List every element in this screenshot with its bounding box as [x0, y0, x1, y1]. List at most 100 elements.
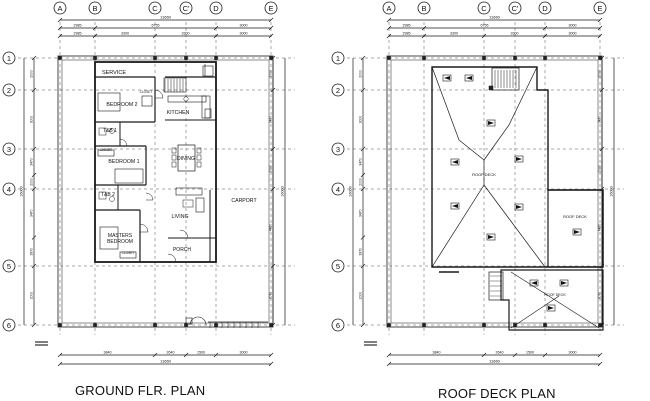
roof-column-post [598, 56, 602, 60]
roof-slope-arrow-2 [486, 119, 496, 127]
ground-column-post [93, 323, 97, 327]
roof-dim-left-overall-text: 16000 [349, 186, 353, 197]
roof-dim-left-seg: 3970 [359, 248, 363, 256]
roof-slope-arrow-9-arrow [531, 281, 537, 285]
ground-room-label-tb2: T&B 2 [101, 192, 115, 198]
ground-dim-top-overall-text: 11660 [160, 15, 172, 20]
roof-row-5-bubble [331, 318, 345, 332]
roof-slope-arrow-6-box [514, 203, 524, 211]
ground-dining-chair [171, 154, 177, 161]
roof-label-roofdeck-side: ROOF DECK [563, 214, 587, 219]
roof-slope-arrow-7-box [486, 233, 496, 241]
roof-slope-arrow-6-arrow [516, 205, 522, 209]
ground-room-label-service: SERVICE [102, 70, 126, 76]
roof-row-5-label: 6 [336, 321, 340, 330]
roof-row-0-label: 1 [336, 54, 340, 63]
roof-column-post [543, 323, 547, 327]
roof-dim-left-seg: 2000 [359, 292, 363, 300]
ground-column-post [269, 56, 273, 60]
roof-dim-top2-seg: 3300 [511, 32, 519, 36]
ground-col-1-bubble [88, 1, 102, 15]
ground-gate-arc [189, 316, 207, 326]
roof-col-5-bubble [593, 1, 607, 15]
ground-dining-table [177, 144, 196, 172]
ground-room-label-porch: PORCH [173, 247, 191, 253]
roof-col-0-bubble [382, 1, 396, 15]
roof-slope-arrow-10 [559, 279, 569, 287]
dimension-tick [57, 361, 63, 367]
ground-column-post [153, 56, 157, 60]
ground-row-1-bubble [2, 83, 16, 97]
ground-row-5-bubble [2, 318, 16, 332]
roof-slope-arrow-5 [450, 202, 460, 210]
roof-label-roofdeck-main: ROOF DECK [472, 172, 496, 177]
ground-col-1-label: B [92, 4, 97, 13]
dimension-tick [268, 33, 274, 39]
roof-dim-left-seg: 2000 [359, 70, 363, 78]
roof-slope-arrow-8-box [572, 228, 582, 236]
dimension-tick [57, 352, 63, 358]
roof-slope-arrow-11 [546, 304, 556, 312]
ground-door-swing [167, 253, 177, 263]
ground-master-bed [99, 226, 119, 250]
ground-kitchen-counter [167, 95, 207, 103]
ground-col-3-bubble [179, 1, 193, 15]
roof-slope-arrow-5-arrow [452, 204, 458, 208]
roof-dim-bottom-seg: 1500 [526, 351, 534, 355]
roof-column-post [543, 56, 547, 60]
roof-slope-arrow-4-box [514, 155, 524, 163]
ground-room-label-bedroom2: BEDROOM 2 [106, 102, 137, 108]
roof-slope-arrow-9 [529, 279, 539, 287]
roof-dim-left-seg: 3470 [359, 209, 363, 217]
ground-dim-right-seg: 3470 [269, 116, 273, 124]
ground-room-label-closet1: CLOSET [140, 90, 153, 94]
ground-col-4-bubble [209, 1, 223, 15]
roof-col-4-label: D [542, 4, 548, 13]
roof-slope-arrow-11-box [546, 304, 556, 312]
roof-dim-bottom-seg: 3840 [433, 351, 441, 355]
roof-lower-deck-diagonal [510, 295, 560, 329]
ground-door-swing [145, 192, 154, 201]
roof-slope-arrow-0-arrow [444, 76, 450, 80]
roof-slope-arrow-7-arrow [488, 235, 494, 239]
ground-dim-top2-seg: 3000 [240, 32, 248, 36]
roof-column-post [513, 56, 517, 60]
roof-column-post [482, 56, 486, 60]
roof-slope-arrow-8-arrow [574, 230, 580, 234]
ground-dim-top2-seg: 3300 [121, 32, 129, 36]
roof-slope-arrow-3-arrow [452, 160, 458, 164]
roof-dim-right-overall-text: 16000 [610, 186, 614, 197]
roof-dim-left-seg: 3470 [359, 158, 363, 166]
dimension-tick [268, 17, 274, 23]
ground-stair-outline [163, 77, 187, 93]
roof-row-0-bubble [331, 51, 345, 65]
ground-row-5-label: 6 [7, 321, 11, 330]
roof-lower-deck-diagonal [510, 271, 600, 329]
dimension-tick [31, 146, 37, 152]
roof-dim-right-seg: 2000 [598, 165, 602, 173]
roof-outline [431, 66, 604, 268]
roof-dim-right-seg: 2000 [598, 70, 602, 78]
ground-dim-left-seg: 2000 [30, 178, 34, 186]
ground-col-2-bubble [148, 1, 162, 15]
roof-column-post [422, 56, 426, 60]
roof-row-4-bubble [331, 259, 345, 273]
ground-column-post [184, 56, 188, 60]
roof-column-post [387, 323, 391, 327]
ground-dim-bottom-seg: 2640 [167, 351, 175, 355]
roof-row-2-label: 3 [336, 145, 340, 154]
ground-dim-top-seg: 2985 [74, 24, 82, 28]
ground-dim-top2-seg: 3300 [182, 32, 190, 36]
ground-column-post [153, 323, 157, 327]
roof-slope-arrow-10-arrow [561, 281, 567, 285]
dimension-tick [268, 361, 274, 367]
roof-dim-bottom-seg: 2640 [496, 351, 504, 355]
roof-property-line-inner [390, 59, 599, 324]
ground-bedroom2-bed [97, 92, 121, 112]
dimension-tick [386, 352, 392, 358]
roof-row-4-label: 5 [336, 262, 340, 271]
ground-room-label-bedroom1: BEDROOM 1 [108, 159, 139, 165]
dimension-tick [360, 322, 366, 328]
roof-slope-arrow-7 [486, 233, 496, 241]
